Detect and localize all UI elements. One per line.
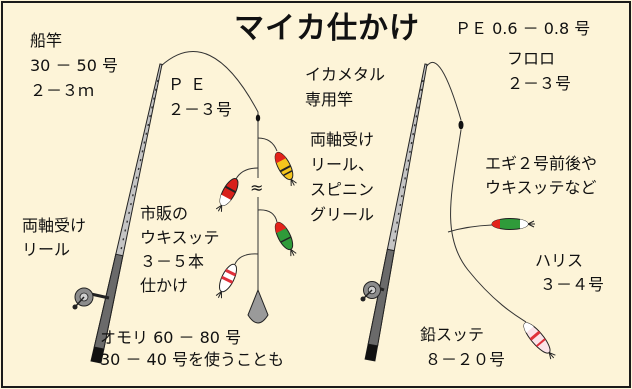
dropper-line [447, 224, 493, 233]
harisu-label: ハリス ３－４号 [535, 249, 604, 297]
jig-head [275, 152, 287, 164]
jig-band [279, 165, 291, 173]
left-rod-label-line: 船竿 [30, 31, 63, 50]
lead-sutte-jig [523, 322, 556, 360]
jig-body [218, 263, 238, 293]
jig-hooks [527, 220, 535, 228]
jig-stripe [221, 275, 234, 284]
jig-body [274, 221, 294, 251]
branch-line-1 [257, 137, 278, 152]
reel-foot [90, 292, 110, 300]
rig-label-line: ウキスッテ [140, 228, 220, 247]
lead-jig-label-line: 鉛スッテ [420, 325, 485, 344]
right-reel-label-line: リール、 [310, 155, 375, 174]
jig-hooks [290, 248, 297, 257]
right-reel-label-line: 両軸受け [310, 130, 375, 149]
left-reel-label-line: 両軸受け [22, 216, 87, 235]
sinker-label-line: 30 － 40 号を使うことも [100, 350, 284, 369]
jig-stripe [536, 338, 546, 347]
line-break-mark: ≈ [250, 178, 263, 197]
branch-line-2 [235, 167, 259, 180]
rig-label-line: 市販の [140, 204, 189, 223]
egi-jig-green [491, 218, 535, 230]
reel-knob [360, 296, 366, 302]
right-rod-guides [392, 79, 424, 246]
sinker-label: オモリ 60 － 80 号 30 － 40 号を使うことも [100, 327, 284, 371]
jig-band [280, 236, 291, 243]
left-main-line [160, 51, 259, 178]
dropper-label-line: ウキスッテなど [485, 178, 597, 197]
dropper-label: エギ２号前後や ウキスッテなど [485, 152, 597, 200]
left-swivel [255, 114, 261, 122]
leader-label: フロロ ２－３号 [507, 46, 571, 96]
jig-hooks [215, 291, 222, 299]
right-rod-butt [365, 344, 378, 361]
left-rod-guides [120, 79, 159, 251]
left-reel-label: 両軸受け リール [22, 214, 86, 262]
left-rod-butt [91, 347, 104, 363]
jig-band [224, 185, 236, 194]
right-reel-label: 両軸受け リール、 スピニン グリール [310, 127, 374, 227]
dropper-label-line: エギ２号前後や [485, 154, 598, 173]
jig-body [274, 151, 294, 181]
branch-line-3 [257, 209, 278, 223]
left-rod-label-line: ２－３ｍ [30, 81, 95, 100]
left-reel-label-line: リール [22, 240, 71, 259]
left-rig: ≈ [72, 51, 297, 364]
rig-label: 市販の ウキスッテ ３－５本 仕かけ [140, 202, 220, 298]
jig-band [283, 170, 293, 176]
left-line-label: ＰＥ ２－３号 [168, 72, 232, 122]
harisu-label-line: ３－４号 [540, 275, 605, 294]
jig-tail [520, 219, 529, 229]
jig-hooks [548, 352, 556, 360]
jig-stripe [529, 330, 541, 341]
right-rod-label: イカメタル 専用竿 [305, 62, 385, 112]
lead-jig-label: 鉛スッテ ８－２０号 [420, 322, 505, 372]
jig-stripe [225, 268, 237, 277]
left-line-label-line: ＰＥ [168, 75, 213, 94]
diagram-title: マイカ仕かけ [234, 11, 420, 46]
leader-label-line: ２－３号 [507, 74, 572, 93]
ukisutte-jig-pink [215, 263, 238, 299]
right-reel-icon [360, 281, 385, 302]
rig-label-line: 仕かけ [140, 276, 189, 295]
leader-label-line: フロロ [507, 49, 556, 68]
jig-body [219, 178, 239, 206]
right-rod-label-line: 専用竿 [305, 90, 354, 109]
right-rig [360, 61, 556, 362]
harisu-label-line: ハリス [535, 251, 584, 270]
jig-hooks [215, 204, 223, 212]
sinker-omori [247, 288, 269, 324]
left-reel-icon [72, 287, 110, 310]
left-rod-label: 船竿 30 － 50 号 ２－３ｍ [30, 28, 118, 103]
left-rod-label-line: 30 － 50 号 [30, 56, 118, 75]
jig-head [491, 219, 500, 229]
jig-head [523, 322, 534, 333]
jig-tail [220, 194, 231, 206]
sinker-label-line: オモリ 60 － 80 号 [100, 328, 242, 347]
right-rod-label-line: イカメタル [305, 65, 386, 84]
branch-line-4 [234, 253, 259, 265]
right-line-label: ＰＥ 0.6 － 0.8 号 [455, 19, 591, 38]
reel-knob [72, 304, 78, 310]
ukisutte-jig-orange [274, 151, 297, 186]
lead-jig-label-line: ８－２０号 [425, 350, 506, 369]
jig-head [275, 222, 287, 234]
ukisutte-jig-red [215, 178, 239, 212]
rig-label-line: ３－５本 [140, 252, 205, 271]
right-reel-label-line: スピニン [310, 180, 375, 199]
ukisutte-jig-green [274, 221, 297, 257]
left-line-label-line: ２－３号 [168, 100, 233, 119]
right-reel-label-line: グリール [310, 205, 375, 224]
jig-hooks [290, 178, 297, 186]
right-swivel [458, 120, 464, 130]
right-main-line [426, 61, 462, 121]
right-leader-line [450, 129, 527, 323]
